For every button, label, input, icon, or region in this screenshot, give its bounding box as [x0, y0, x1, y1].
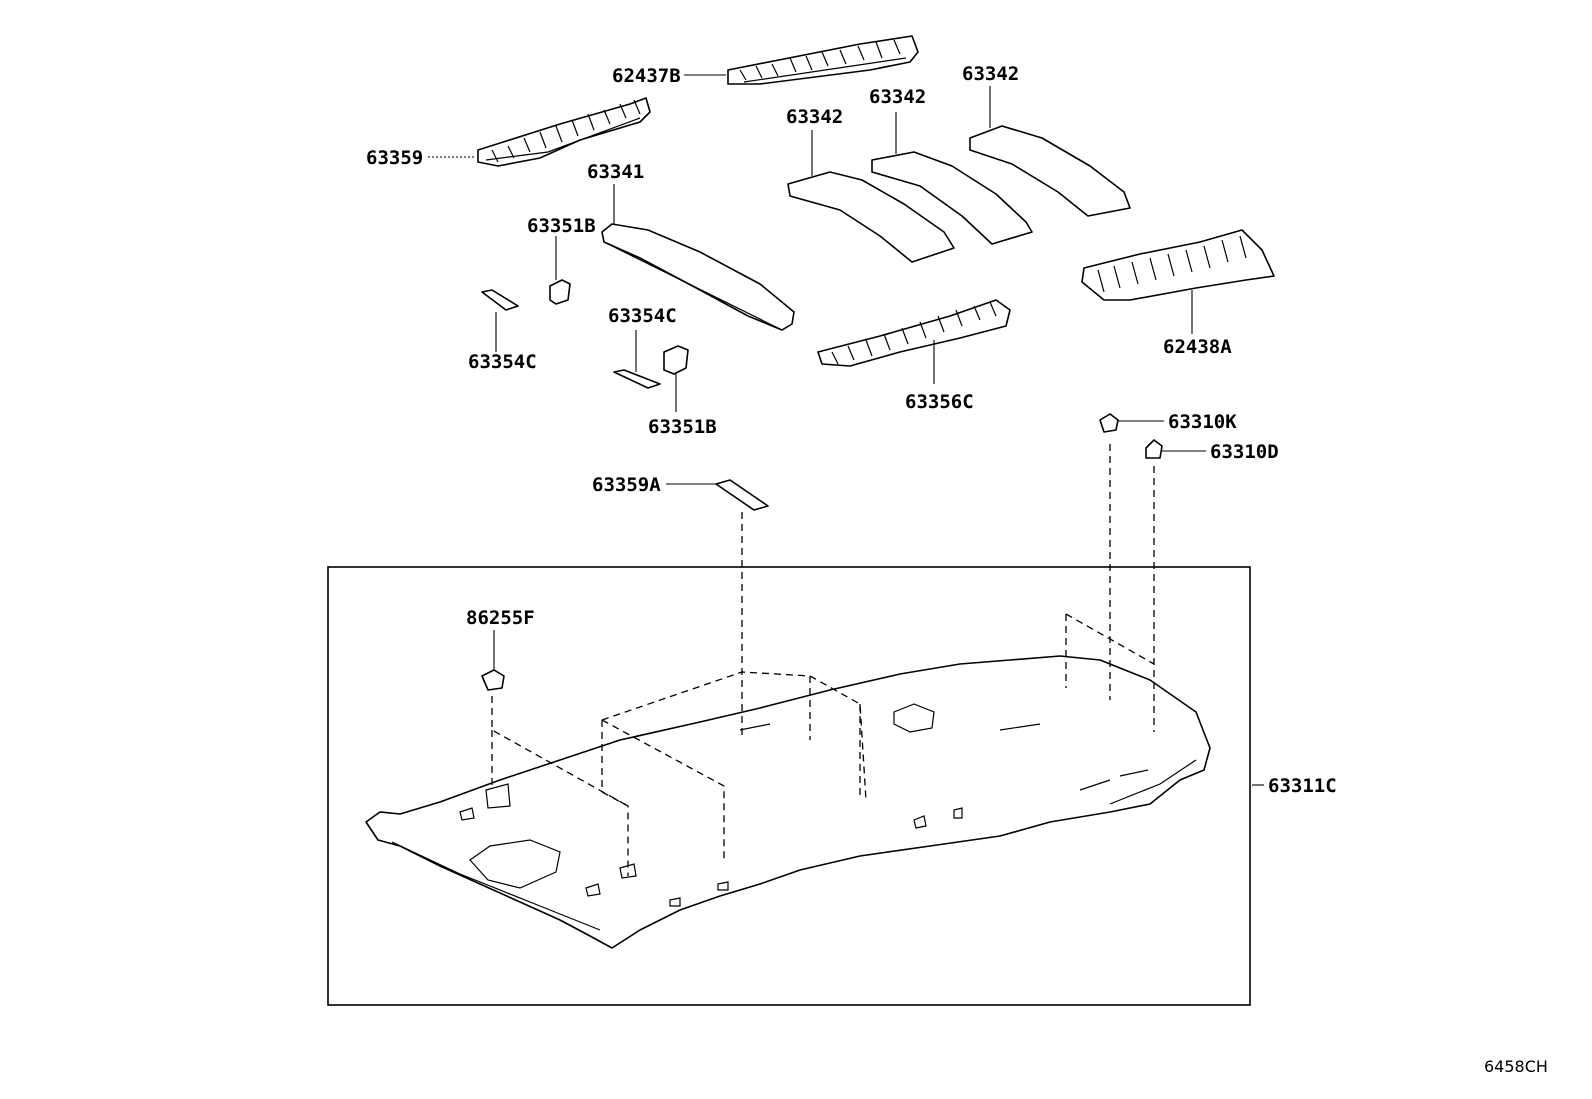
- installation-guide-lines: [491, 444, 1155, 876]
- part-62437B-rail: 62437B: [612, 35, 919, 87]
- part-63341-pad: 63341: [587, 161, 795, 331]
- part-86255F-clip: 86255F: [466, 607, 535, 691]
- label-63351B-top: 63351B: [527, 215, 596, 237]
- part-63342-pad-a: 63342: [786, 106, 955, 263]
- part-63351B-top-clip: 63351B: [527, 215, 596, 305]
- label-63311C: 63311C: [1268, 775, 1337, 797]
- part-63310D-clip: 63310D: [1145, 439, 1279, 463]
- label-63310K: 63310K: [1168, 411, 1237, 433]
- part-63342-pad-b: 63342: [869, 86, 1033, 245]
- part-63359A-tape: 63359A: [592, 474, 769, 511]
- label-63341: 63341: [587, 161, 644, 183]
- part-63359-rail: 63359: [366, 97, 651, 169]
- label-62438A: 62438A: [1163, 336, 1232, 358]
- label-63354C-left: 63354C: [468, 351, 537, 373]
- label-62437B: 62437B: [612, 65, 681, 87]
- label-63351B-bottom: 63351B: [648, 416, 717, 438]
- label-63354C-mid: 63354C: [608, 305, 677, 327]
- label-63359A: 63359A: [592, 474, 661, 496]
- part-63351B-bottom-clip: 63351B: [648, 345, 717, 438]
- label-63342-c: 63342: [962, 63, 1019, 85]
- part-63342-pad-c: 63342: [962, 63, 1131, 217]
- label-63342-b: 63342: [869, 86, 926, 108]
- headliner-group-frame: [327, 566, 1251, 1006]
- diagram-code: 6458CH: [1484, 1057, 1548, 1076]
- label-63359: 63359: [366, 147, 423, 169]
- label-63356C: 63356C: [905, 391, 974, 413]
- label-86255F: 86255F: [466, 607, 535, 629]
- part-63311C-headliner: 63311C: [365, 655, 1337, 949]
- part-63356C-rail: 63356C: [817, 299, 1011, 413]
- part-63354C-left-tape: 63354C: [468, 289, 537, 373]
- label-63310D: 63310D: [1210, 441, 1279, 463]
- part-63354C-mid-tape: 63354C: [608, 305, 677, 389]
- part-63310K-clip: 63310K: [1099, 411, 1237, 433]
- label-63342-a: 63342: [786, 106, 843, 128]
- part-62438A-rail: 62438A: [1081, 229, 1275, 358]
